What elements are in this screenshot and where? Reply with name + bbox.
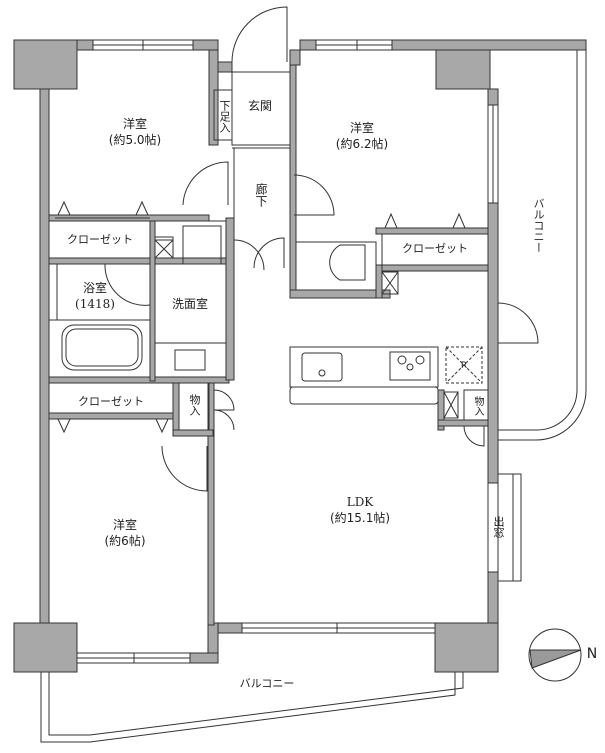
door-sw-bedroom bbox=[161, 445, 208, 492]
storage-center-label: 物入 bbox=[188, 394, 201, 416]
washroom-label: 洗面室 bbox=[171, 297, 208, 311]
storage-kitchen-label: 物入 bbox=[472, 396, 483, 416]
bay-window-label: 出窓 bbox=[492, 516, 505, 538]
ldk-label: LDK (約15.1帖) bbox=[329, 495, 391, 525]
bedroom-ne-label: 洋室 (約6.2帖) bbox=[335, 121, 389, 151]
door-toilet bbox=[233, 239, 265, 271]
north-arrow-icon bbox=[528, 628, 582, 682]
door-nw-bedroom bbox=[182, 161, 229, 206]
closet-ne-label: クローゼット bbox=[402, 242, 468, 255]
door-storage-kitchen bbox=[463, 425, 485, 447]
balcony-south-label: バルコニー bbox=[239, 677, 295, 690]
hallway-label: 廊下 bbox=[254, 183, 268, 207]
door-ne-bedroom bbox=[293, 174, 335, 216]
wall-west bbox=[39, 88, 50, 624]
bedroom-nw-label: 洋室 (約5.0帖) bbox=[108, 117, 162, 147]
bathroom-label: 浴室 (1418) bbox=[75, 281, 115, 311]
entrance-label: 玄関 bbox=[247, 99, 272, 113]
door-balcony bbox=[497, 302, 539, 344]
column-nw bbox=[13, 39, 78, 90]
door-washroom bbox=[253, 237, 285, 269]
balcony-south-outline bbox=[40, 672, 456, 743]
balcony-east-label: バルコニー bbox=[532, 197, 545, 253]
door-entrance bbox=[231, 6, 288, 63]
shoe-storage-label: 下足入 bbox=[218, 99, 231, 133]
bedroom-sw-label: 洋室 (約6帖) bbox=[104, 518, 146, 548]
refrigerator-mark: R bbox=[460, 361, 468, 371]
balcony-east-outline bbox=[498, 49, 587, 441]
closet-w-label: クローゼット bbox=[78, 395, 144, 408]
compass-north-label: N bbox=[586, 646, 598, 662]
closet-nw-label: クローゼット bbox=[67, 233, 133, 246]
column-sw bbox=[13, 622, 78, 673]
door-storage-center bbox=[213, 389, 235, 411]
